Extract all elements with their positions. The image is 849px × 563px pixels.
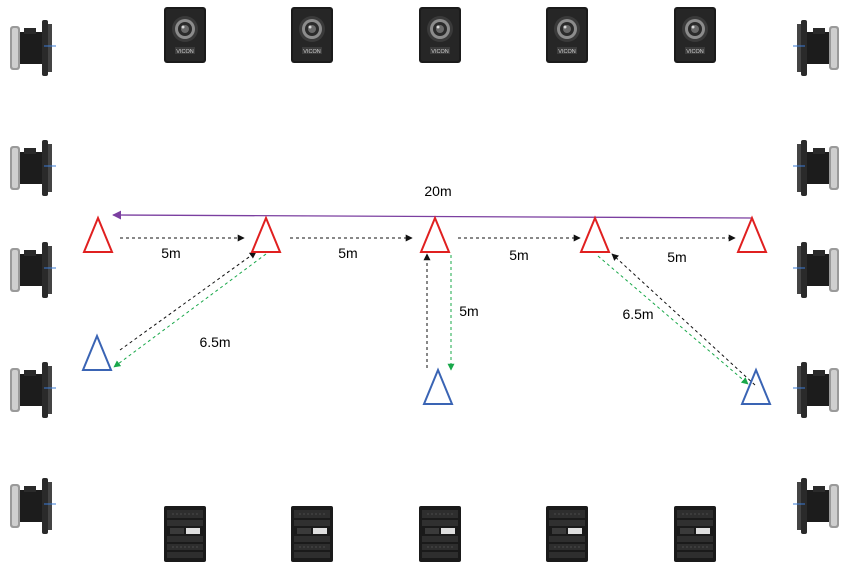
- triangle-icon: [419, 215, 451, 253]
- side-camera-icon: [793, 242, 839, 298]
- total-distance-arrow: [112, 210, 753, 220]
- right-diagonal-arrows: [597, 253, 756, 386]
- vicon-camera-front-icon: [674, 7, 716, 63]
- total-distance-label: 20m: [424, 183, 451, 199]
- side-camera-icon: [9, 139, 57, 197]
- side-camera-icon: [9, 19, 57, 77]
- side-camera-icon: [793, 478, 839, 534]
- top-camera-row: [164, 7, 716, 63]
- segment-4-label: 5m: [667, 249, 686, 265]
- vicon-unit-back-icon: [673, 505, 717, 563]
- triangle-icon: [81, 333, 113, 371]
- side-camera-icon: [9, 241, 57, 299]
- vicon-unit-back-icon: [418, 505, 462, 563]
- return-arrow: [113, 253, 267, 368]
- triangle-icon: [740, 367, 772, 405]
- vicon-camera-front-icon: [164, 7, 206, 63]
- triangle-icon: [579, 215, 611, 253]
- triangle-icon: [422, 367, 454, 405]
- side-camera-icon: [9, 477, 57, 535]
- side-camera-icon: [793, 140, 839, 196]
- end-markers: [81, 333, 772, 405]
- side-camera-icon: [9, 361, 57, 419]
- start-markers: [82, 215, 768, 253]
- left-diagonal-arrows: [113, 251, 267, 368]
- vicon-camera-front-icon: [291, 7, 333, 63]
- vicon-unit-back-icon: [163, 505, 207, 563]
- outbound-arrow: [611, 253, 756, 386]
- center-vertical-arrows: [423, 253, 455, 371]
- right-camera-column: [793, 20, 839, 534]
- outbound-arrow: [119, 251, 257, 351]
- segment-2-label: 5m: [338, 245, 357, 261]
- vicon-unit-back-icon: [290, 505, 334, 563]
- vicon-camera-front-icon: [546, 7, 588, 63]
- dimension-labels: 20m 5m 5m 5m 5m 6.5m 5m 6.5m: [161, 183, 686, 350]
- segment-1-label: 5m: [161, 245, 180, 261]
- vertical-distance-label: 5m: [459, 303, 478, 319]
- vicon-unit-back-icon: [545, 505, 589, 563]
- triangle-icon: [250, 215, 282, 253]
- triangle-icon: [82, 215, 114, 253]
- segment-3-label: 5m: [509, 247, 528, 263]
- left-diagonal-label: 6.5m: [199, 334, 230, 350]
- triangle-icon: [736, 215, 768, 253]
- side-camera-icon: [793, 362, 839, 418]
- left-camera-column: [9, 19, 57, 535]
- bottom-unit-row: [163, 505, 717, 563]
- right-diagonal-label: 6.5m: [622, 306, 653, 322]
- return-arrow: [597, 255, 749, 385]
- vicon-camera-front-icon: [419, 7, 461, 63]
- side-camera-icon: [793, 20, 839, 76]
